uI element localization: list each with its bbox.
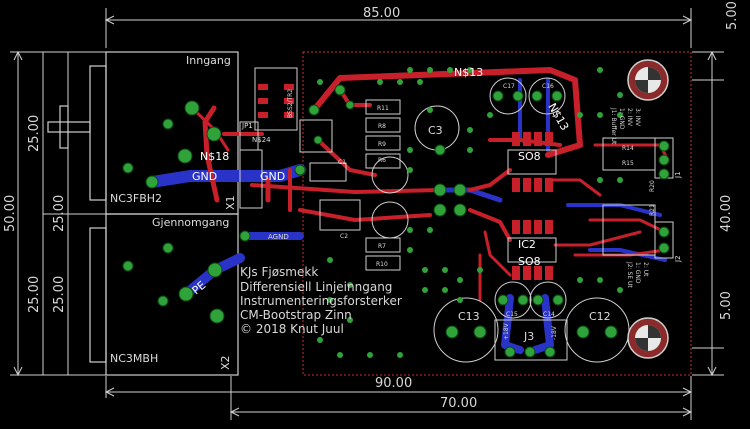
dim-left-upper-inner: 25.00 bbox=[52, 195, 67, 232]
net-n24: N$24 bbox=[252, 136, 271, 144]
dim-bottom-width: 90.00 bbox=[375, 376, 412, 391]
input-ref: X1 bbox=[224, 195, 237, 210]
net-n18: N$18 bbox=[200, 150, 229, 163]
label-r8: R8 bbox=[378, 123, 386, 130]
dim-right-height: 40.00 bbox=[719, 195, 734, 232]
dim-left-total: 50.00 bbox=[3, 195, 18, 232]
title-line-1: KJs Fjøsmekk bbox=[240, 265, 318, 279]
label-c3: C3 bbox=[428, 124, 443, 137]
input-part: NC3FBH2 bbox=[110, 192, 162, 205]
input-label: Inngang bbox=[186, 54, 231, 67]
label-r20: R20 bbox=[649, 180, 656, 192]
label-c2: C2 bbox=[340, 233, 348, 240]
label-j2: J2 bbox=[674, 255, 682, 263]
label-so8-a: SO8 bbox=[518, 150, 541, 163]
label-j1: J1 bbox=[674, 171, 682, 179]
net-gnd-a: GND bbox=[192, 170, 217, 183]
label-r14: R14 bbox=[622, 145, 634, 152]
j2-note-3: 2: Ut bbox=[642, 262, 649, 277]
dim-bottom-inner: 70.00 bbox=[440, 396, 477, 411]
mounting-hole-top bbox=[627, 59, 669, 101]
label-r9: R9 bbox=[378, 141, 386, 148]
ic-pads bbox=[258, 84, 553, 280]
label-r10: R10 bbox=[376, 261, 388, 268]
silk-outlines bbox=[239, 67, 674, 363]
label-c16: C16 bbox=[542, 83, 554, 90]
dim-top-offset: 5.00 bbox=[725, 1, 740, 30]
j1-note-1: J1: Buffer Ut bbox=[610, 107, 617, 145]
mounting-hole-bottom bbox=[627, 317, 669, 359]
title-line-5: © 2018 Knut Juul bbox=[240, 322, 344, 336]
label-r21: R21 bbox=[649, 204, 656, 216]
label-c13: C13 bbox=[458, 310, 480, 323]
j2-note-2: 1: GND bbox=[634, 262, 641, 284]
label-so8-b: SO8 bbox=[518, 255, 541, 268]
j1-note-4: 3: INV bbox=[634, 108, 641, 127]
via-grid bbox=[317, 67, 623, 358]
label-ic2: IC2 bbox=[518, 238, 536, 251]
thru-ref: X2 bbox=[219, 355, 232, 370]
net-plus18: +18V bbox=[503, 322, 510, 340]
title-block: KJs Fjøsmekk Differensiell Linjeinngang … bbox=[240, 265, 402, 336]
dim-top-width: 85.00 bbox=[363, 6, 400, 21]
label-bss: BSS2/TR2 bbox=[287, 89, 294, 118]
dim-left-lower: 25.00 bbox=[27, 276, 42, 313]
pads-and-vias bbox=[122, 84, 670, 358]
dim-right-offset: 5.00 bbox=[719, 291, 734, 320]
net-n13-a: N$13 bbox=[454, 66, 483, 79]
title-line-2: Differensiell Linjeinngang bbox=[240, 280, 392, 294]
net-minus18: -18V bbox=[551, 325, 558, 340]
title-line-3: Instrumenteringsforsterker bbox=[240, 294, 402, 308]
label-r7: R7 bbox=[378, 243, 386, 250]
label-c1: C1 bbox=[338, 159, 346, 166]
thru-label: Gjennomgang bbox=[152, 216, 229, 229]
label-c14: C14 bbox=[543, 311, 555, 318]
net-gnd-b: GND bbox=[260, 170, 285, 183]
board-outline bbox=[302, 51, 692, 376]
dimensions bbox=[10, 8, 724, 420]
thru-connector bbox=[89, 213, 239, 376]
j1-note-2: 1: GND bbox=[618, 108, 625, 130]
label-r6: R6 bbox=[378, 157, 386, 164]
dim-left-upper: 25.00 bbox=[27, 115, 42, 152]
label-c17: C17 bbox=[503, 83, 515, 90]
label-j3: J3 bbox=[523, 330, 534, 343]
thru-part: NC3MBH bbox=[110, 352, 158, 365]
net-agnd: AGND bbox=[268, 233, 289, 241]
j1-note-3: 2: INV bbox=[626, 108, 633, 127]
title-line-4: CM-Bootstrap Zinn bbox=[240, 308, 352, 322]
label-r11: R11 bbox=[377, 105, 389, 112]
label-c15: C15 bbox=[506, 311, 518, 318]
label-jp1: JP1 bbox=[241, 122, 253, 130]
label-r15: R15 bbox=[622, 160, 634, 167]
j2-note-1: J2: SE Ut bbox=[626, 261, 633, 288]
label-c12: C12 bbox=[589, 310, 611, 323]
dim-left-lower-inner: 25.00 bbox=[52, 276, 67, 313]
